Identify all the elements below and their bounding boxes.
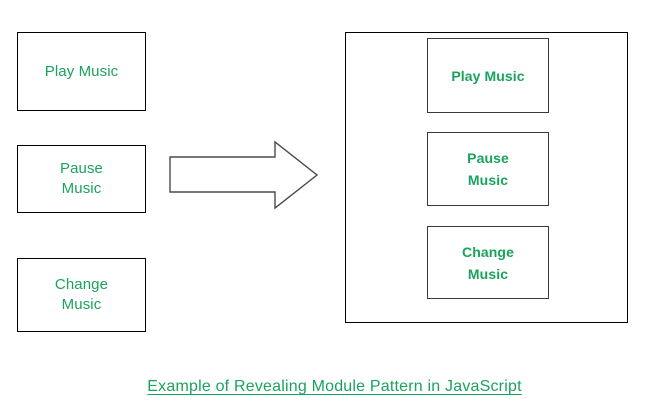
module-inner-box-change-music-line-0: Change bbox=[462, 243, 514, 260]
module-inner-box-pause-music-line-0: Pause bbox=[467, 150, 509, 166]
module-inner-box-play-music: Play Music bbox=[427, 38, 549, 113]
left-box-play-music-line-0: Play Music bbox=[44, 62, 119, 80]
module-inner-box-play-music-line-0: Play Music bbox=[451, 67, 525, 84]
left-box-change-music-line-1: Music bbox=[61, 296, 102, 313]
module-inner-box-pause-music: Pause Music bbox=[427, 132, 549, 206]
left-box-pause-music-line-1: Music bbox=[61, 180, 102, 197]
left-box-play-music: Play Music bbox=[17, 32, 146, 111]
left-box-pause-music: Pause Music bbox=[17, 145, 146, 213]
left-box-change-music: Change Music bbox=[17, 258, 146, 332]
module-inner-box-pause-music-line-1: Music bbox=[467, 172, 509, 188]
diagram-caption-text: Example of Revealing Module Pattern in J… bbox=[147, 378, 522, 395]
module-inner-box-change-music: Change Music bbox=[427, 226, 549, 299]
left-box-pause-music-line-0: Pause bbox=[59, 160, 104, 177]
diagram-caption: Example of Revealing Module Pattern in J… bbox=[0, 378, 669, 396]
block-arrow-right-icon bbox=[169, 140, 319, 210]
module-inner-box-change-music-line-1: Music bbox=[467, 265, 509, 282]
left-box-change-music-line-0: Change bbox=[54, 276, 109, 293]
